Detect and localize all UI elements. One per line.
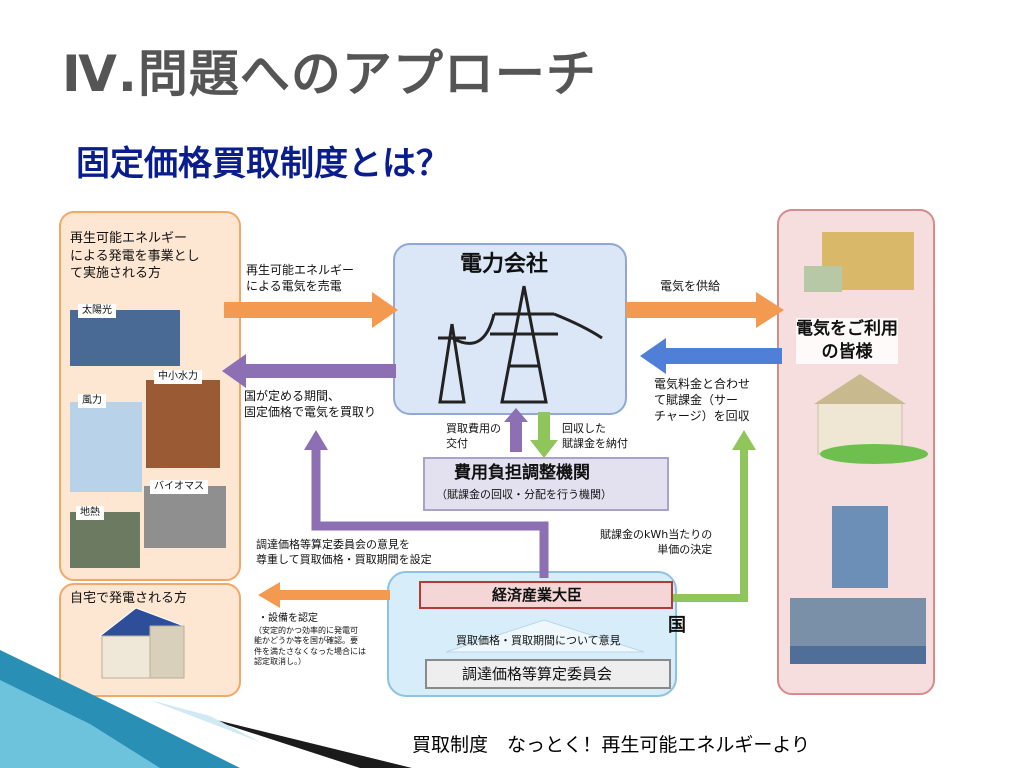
grant-label: 買取費用の 交付 [446,422,501,450]
committee-box [425,659,671,689]
grant-arrow [510,418,522,452]
opinion-label: 買取価格・買取期間について意見 [456,634,621,647]
minister-label: 経済産業大臣 [492,586,583,604]
hydro-label: 中小水力 [154,370,202,384]
feed-in-tariff-diagram: 再生可能エネルギー による発電を事業とし て実施される方 太陽光 中小水力 風力… [54,206,958,702]
unit-price-arrow [670,446,748,602]
home-note-body: （安定的かつ効率的に発電可 能かどうか等を国が確認。要 件を満たさなくなった場合… [254,626,366,667]
home-arrow [258,582,390,608]
buy-label: 国が定める期間、 固定価格で電気を買取り [244,389,377,420]
supply-electricity-arrow [626,292,784,328]
collect-label: 電気料金と合わせ て賦課金（サー チャージ）を回収 [654,377,751,424]
hydro-photo [146,380,220,468]
minister-box [419,581,673,609]
agency-box [423,457,669,511]
users-label: 電気をご利用 の皆様 [796,318,898,364]
wind-label: 風力 [78,394,106,408]
geothermal-label: 地熱 [76,506,104,520]
surcharge-collect-arrow [640,338,782,374]
home-note-title: ・設備を認定 [258,613,318,624]
pay-label: 回収した 賦課金を納付 [562,422,628,450]
slide-subtitle: 固定価格買取制度とは？ [76,144,450,184]
wind-photo [70,402,142,492]
source-caption: 買取制度 なっとく！再生可能エネルギーより [412,734,811,756]
pay-arrow [538,412,550,442]
agency-title: 費用負担調整機関 [454,463,590,483]
producer-heading: 再生可能エネルギー による発電を事業とし て実施される方 [70,231,200,282]
unit-price-label: 賦課金のkWh当たりの 単価の決定 [600,528,713,556]
company-box [393,243,627,415]
power-pylon-icon [438,285,603,404]
solar-label: 太陽光 [78,304,116,318]
committee-label: 調達価格等算定委員会 [462,665,613,683]
country-label: 国 [668,615,686,636]
supply-label: 電気を供給 [660,279,721,293]
geothermal-photo [70,512,140,568]
office-building-icon [832,506,888,588]
slide-title: Ⅳ.問題へのアプローチ [62,45,597,103]
set-price-label: 調達価格等算定委員会の意見を 尊重して買取価格・買取期間を設定 [256,538,432,566]
diagram-shapes [59,209,935,697]
opinion-arrow [445,619,645,653]
home-heading: 自宅で発電される方 [70,591,188,606]
biomass-label: バイオマス [150,480,208,494]
sell-electricity-arrow [224,292,398,328]
sell-label: 再生可能エネルギー による電気を売電 [246,263,355,294]
price-setting-arrow [311,446,549,578]
agency-subtitle: （賦課金の回収・分配を行う機関） [436,488,612,501]
company-label: 電力会社 [460,252,549,277]
biomass-photo [144,486,226,548]
purchase-arrow [222,354,396,388]
solar-photo [70,310,180,366]
